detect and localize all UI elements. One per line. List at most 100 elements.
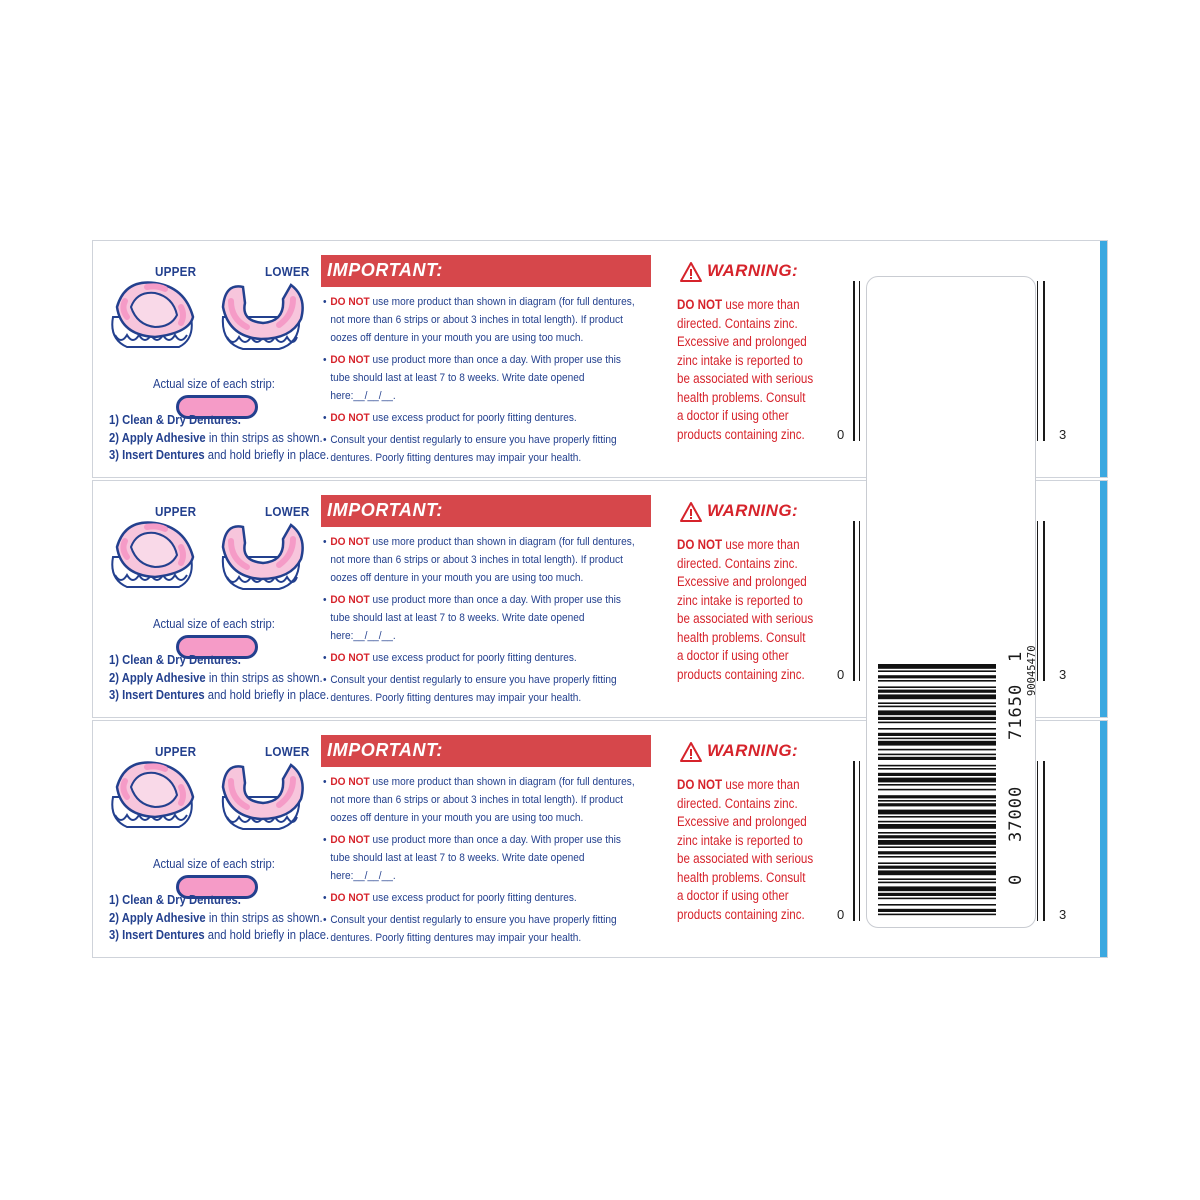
barcode-bar [878, 748, 996, 751]
important-item-text: use more product than shown in diagram (… [330, 776, 635, 824]
important-item-text: use excess product for poorly fitting de… [369, 892, 577, 904]
important-item-text: Consult your dentist regularly to ensure… [330, 914, 617, 944]
important-item-text: use excess product for poorly fitting de… [369, 412, 577, 424]
barcode-bar [878, 886, 996, 892]
lower-label: LOWER [265, 264, 310, 279]
step-bold: 3) Insert Dentures [109, 448, 205, 462]
step-rest: and hold briefly in place. [204, 448, 330, 462]
upper-denture-icon [111, 761, 195, 828]
barcode-bar [878, 784, 996, 786]
trim-number-left: 0 [837, 667, 845, 682]
do-not-lead: DO NOT [330, 536, 370, 548]
barcode-bar [878, 680, 996, 682]
warning-triangle-icon [680, 742, 702, 762]
trim-line-right [1043, 521, 1045, 681]
trim-line-right [1043, 761, 1045, 921]
barcode-bar [878, 816, 996, 818]
important-item-3: DO NOT use excess product for poorly fit… [323, 649, 636, 667]
barcode-bar [878, 772, 996, 776]
important-banner: IMPORTANT: [321, 255, 651, 287]
trim-line-right-thin [1037, 521, 1038, 681]
barcode-bar [878, 670, 996, 672]
strip-caption: Actual size of each strip: [153, 857, 275, 871]
important-item-2: DO NOT use product more than once a day.… [323, 591, 636, 645]
warning-body: use more than directed. Contains zinc. E… [677, 297, 814, 442]
important-list: DO NOT use more product than shown in di… [323, 533, 636, 711]
warning-body: use more than directed. Contains zinc. E… [677, 537, 814, 682]
important-item-4: Consult your dentist regularly to ensure… [323, 911, 636, 947]
important-item-text: use more product than shown in diagram (… [330, 296, 635, 344]
warning-text: DO NOT use more than directed. Contains … [677, 536, 815, 684]
warning-title: WARNING: [707, 501, 799, 520]
barcode-bar [878, 878, 996, 880]
upper-denture-icon [111, 521, 195, 588]
step-rest: and hold briefly in place. [204, 928, 330, 942]
lower-denture-icon [221, 763, 304, 830]
important-title: IMPORTANT: [327, 500, 443, 520]
step-bold: 3) Insert Dentures [109, 928, 205, 942]
barcode-bar [878, 689, 996, 693]
barcode-digits-b: 71650 [1006, 683, 1026, 740]
trim-number-left: 0 [837, 907, 845, 922]
warning-text: DO NOT use more than directed. Contains … [677, 296, 815, 444]
barcode-bar [878, 740, 996, 746]
lower-label: LOWER [265, 744, 310, 759]
important-title: IMPORTANT: [327, 260, 443, 280]
step-rest: in thin strips as shown. [205, 670, 323, 685]
step-3: 3) Insert Dentures and hold briefly in p… [109, 687, 329, 705]
step-bold: 3) Insert Dentures [109, 688, 205, 702]
barcode-bar [878, 702, 996, 704]
lower-denture-icon [221, 283, 304, 350]
barcode-bar [878, 851, 996, 855]
do-not-lead: DO NOT [330, 296, 370, 308]
important-item-text: use excess product for poorly fitting de… [369, 652, 577, 664]
important-banner: IMPORTANT: [321, 735, 651, 767]
barcode-bar [878, 716, 996, 720]
barcode-bar [878, 800, 996, 802]
step-1: 1) Clean & Dry Dentures. [109, 652, 329, 670]
step-rest: and hold briefly in place. [204, 688, 330, 702]
barcode-bar [878, 737, 996, 740]
application-steps: 1) Clean & Dry Dentures.2) Apply Adhesiv… [109, 412, 329, 465]
important-item-3: DO NOT use excess product for poorly fit… [323, 889, 636, 907]
do-not-lead: DO NOT [330, 354, 370, 366]
barcode-bar [878, 832, 996, 834]
important-item-4: Consult your dentist regularly to ensure… [323, 431, 636, 467]
barcode-bar [878, 870, 996, 876]
barcode [878, 664, 996, 916]
trim-number-right: 3 [1059, 667, 1067, 682]
warning-text: DO NOT use more than directed. Contains … [677, 776, 815, 924]
barcode-bar [878, 913, 996, 916]
trim-line-left [853, 281, 855, 441]
trim-number-left: 0 [837, 427, 845, 442]
warning-title: WARNING: [707, 741, 799, 760]
barcode-bar [878, 856, 996, 858]
trim-line-left [853, 521, 855, 681]
trim-line-left-thin [859, 761, 860, 921]
important-item-2: DO NOT use product more than once a day.… [323, 831, 636, 885]
barcode-bar [878, 732, 996, 736]
important-item-1: DO NOT use more product than shown in di… [323, 533, 636, 587]
barcode-bar [878, 756, 996, 760]
step-rest: in thin strips as shown. [205, 910, 323, 925]
important-banner: IMPORTANT: [321, 495, 651, 527]
step-bold: 1) Clean & Dry Dentures. [109, 893, 241, 907]
trim-number-right: 3 [1059, 907, 1067, 922]
barcode-bar [878, 710, 996, 716]
barcode-bar [878, 803, 996, 807]
item-code: 90045470 [1026, 645, 1038, 696]
warning-heading: WARNING: [679, 501, 798, 521]
do-not-lead: DO NOT [330, 594, 370, 606]
step-1: 1) Clean & Dry Dentures. [109, 412, 329, 430]
trim-line-left [853, 761, 855, 921]
step-2: 2) Apply Adhesive in thin strips as show… [109, 910, 329, 928]
do-not-lead: DO NOT [330, 652, 370, 664]
important-item-text: Consult your dentist regularly to ensure… [330, 674, 617, 704]
warning-lead: DO NOT [677, 777, 723, 792]
step-bold: 2) Apply Adhesive [109, 670, 206, 685]
trim-line-left-thin [859, 281, 860, 441]
barcode-bar [878, 721, 996, 724]
upper-label: UPPER [155, 504, 197, 519]
warning-triangle-icon [680, 502, 702, 522]
important-item-text: Consult your dentist regularly to ensure… [330, 434, 617, 464]
